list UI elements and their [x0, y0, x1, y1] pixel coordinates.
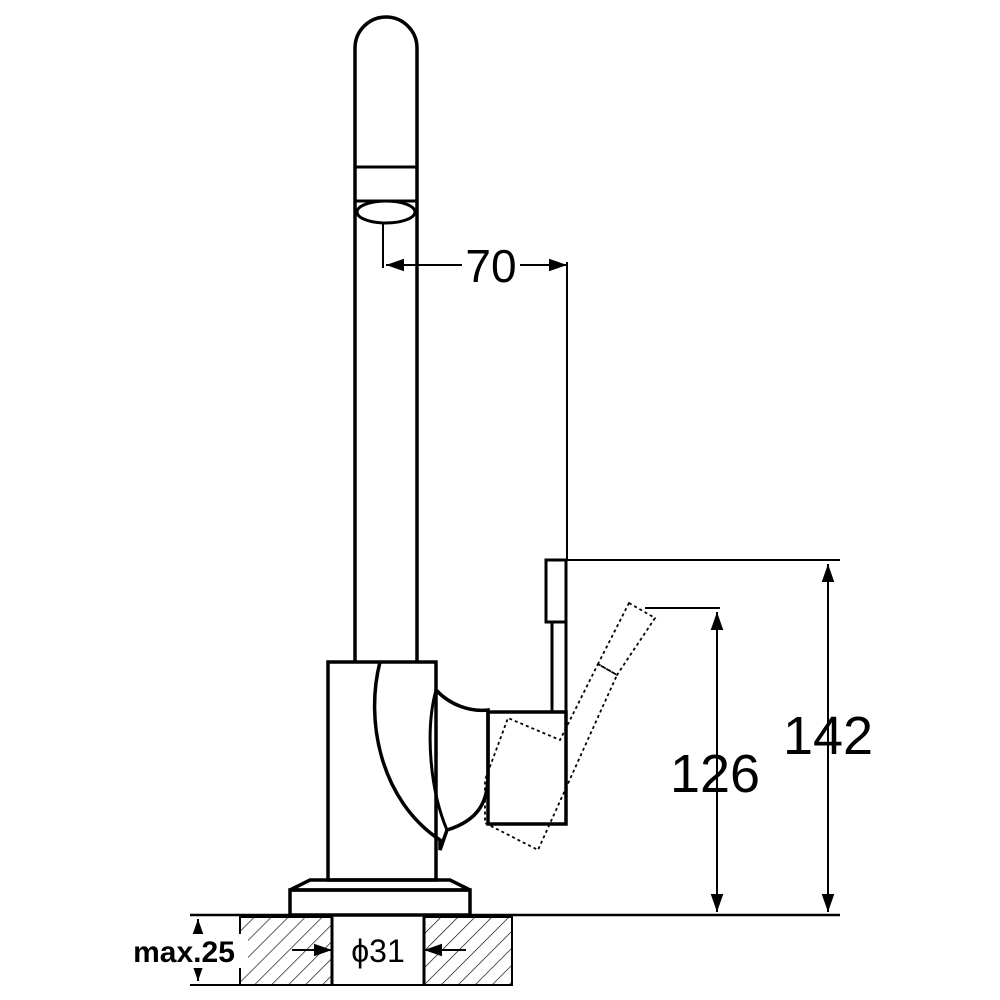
dimension-spout-reach: 70 [386, 240, 568, 560]
faucet-body [326, 660, 568, 882]
dimension-lever-height: 126 [645, 607, 760, 912]
mixer-cartridge [372, 661, 490, 851]
spout-tube [353, 15, 419, 662]
spout-outlet [355, 199, 417, 225]
lever-raised-position [484, 601, 657, 852]
dimension-hole-diameter: ϕ31 [292, 933, 466, 969]
faucet-base [190, 878, 840, 917]
dimension-label-max25: max.25 [133, 936, 235, 969]
lever-handle [544, 558, 568, 712]
dimension-label-142: 142 [783, 706, 873, 766]
dimension-deck-thickness: max.25 [128, 919, 248, 986]
dimension-total-height: 142 [566, 559, 873, 912]
lever-hub [486, 710, 568, 826]
dimension-label-d31: ϕ31 [351, 933, 405, 969]
dimension-label-126: 126 [670, 744, 760, 804]
spout-aerator-ring [353, 165, 419, 203]
dimension-label-70: 70 [465, 240, 516, 292]
